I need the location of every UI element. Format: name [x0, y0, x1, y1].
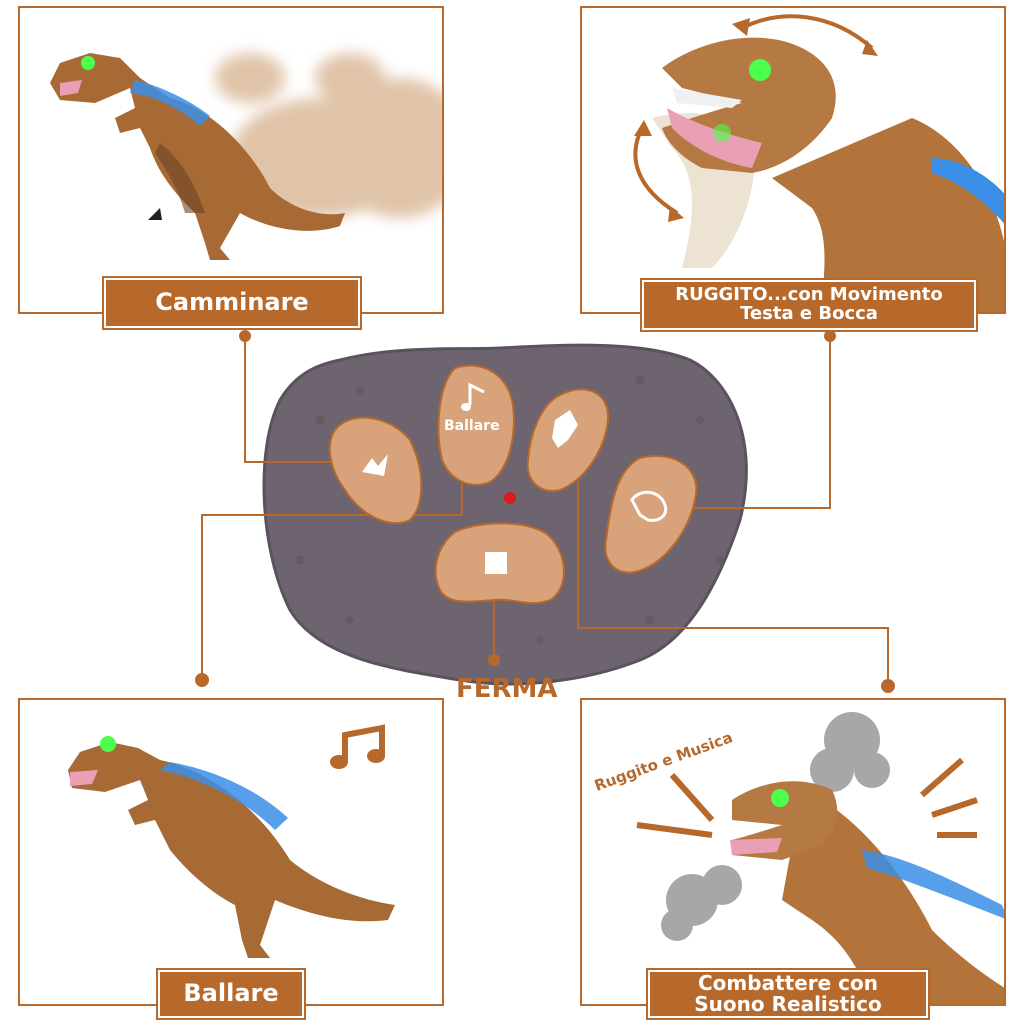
label-roar-line1: RUGGITO...con Movimento — [675, 284, 943, 306]
panel-fight: Ruggito e Musica — [580, 698, 1006, 1006]
remote-button-dance[interactable] — [437, 364, 515, 486]
dinosaur-figure — [68, 736, 395, 958]
music-note-icon — [461, 382, 485, 411]
label-fight: Combattere con Suono Realistico — [648, 970, 928, 1018]
label-dance-text: Ballare — [183, 979, 279, 1008]
label-fight-line1: Combattere con — [698, 971, 878, 995]
music-note-icon — [330, 724, 385, 769]
dinosaur-fight-icon — [552, 410, 578, 448]
panel-walk — [18, 6, 444, 314]
label-walk-text: Camminare — [155, 288, 309, 317]
stop-label: FERMA — [456, 674, 558, 704]
rotation-arrow-left — [633, 127, 679, 215]
panel-dance — [18, 698, 444, 1006]
remote-button-walk[interactable] — [328, 416, 423, 525]
remote-button-fight[interactable] — [526, 388, 610, 492]
dancing-dinosaur-image — [68, 724, 395, 958]
label-dance: Ballare — [158, 970, 304, 1018]
remote-button-roar[interactable] — [604, 454, 698, 574]
dinosaur-figure — [50, 53, 345, 260]
remote-button-stop[interactable] — [434, 522, 565, 605]
dinosaur-head-icon — [630, 490, 668, 522]
label-roar-line2: Testa e Bocca — [740, 303, 878, 324]
smoke-cloud — [661, 712, 890, 941]
panel-roar — [580, 6, 1006, 314]
connector-lines — [201, 330, 889, 686]
walking-dinosaur-image — [50, 53, 442, 260]
stop-square-icon — [485, 552, 507, 574]
rotation-arrow-top — [741, 14, 874, 50]
label-fight-line2: Suono Realistico — [694, 992, 882, 1016]
roaring-dinosaur-image — [633, 14, 1004, 312]
fighting-dinosaur-image — [636, 712, 1004, 1004]
status-led — [504, 492, 516, 504]
label-walk: Camminare — [104, 278, 360, 328]
label-roar: RUGGITO...con Movimento Testa e Bocca — [642, 280, 976, 330]
dinosaur-walk-icon — [362, 454, 388, 476]
remote-button-dance-label: Ballare — [444, 418, 500, 434]
